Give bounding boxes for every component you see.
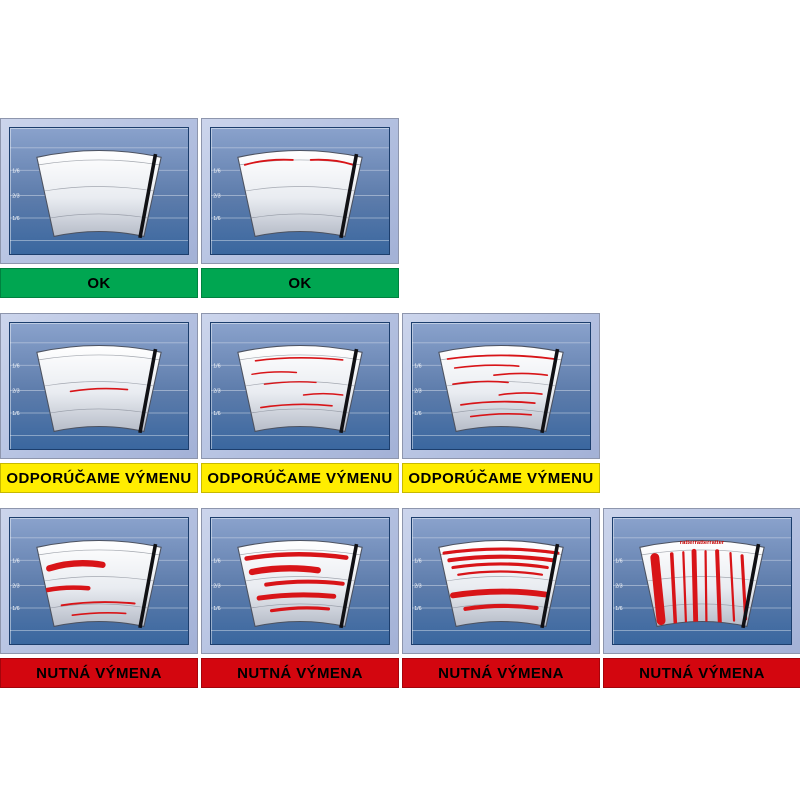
svg-text:2/3: 2/3 (414, 584, 421, 590)
status-label: OK (87, 274, 111, 292)
wiper-illustration: 1/6 2/3 1/6 (10, 518, 188, 644)
status-bar: NUTNÁ VÝMENA (0, 658, 198, 688)
wiper-panel: 1/6 2/3 1/6 (201, 313, 399, 459)
svg-text:1/6: 1/6 (12, 411, 19, 417)
wiper-cell: 1/6 2/3 1/6 ratterratterratter NUTNÁ VÝM… (603, 508, 800, 688)
wiper-panel: 1/6 2/3 1/6 (402, 508, 600, 654)
wiper-panel: 1/6 2/3 1/6 (0, 508, 198, 654)
wiper-illustration: 1/6 2/3 1/6 ratterratterratter (613, 518, 791, 644)
wiper-cell: 1/6 2/3 1/6 OK (201, 118, 399, 298)
wear-row: 1/6 2/3 1/6 NUTNÁ VÝMENA 1/6 2/3 1/6 (0, 508, 800, 688)
wear-grid: 1/6 2/3 1/6 OK 1/6 2/3 1/6 (0, 118, 800, 688)
svg-text:2/3: 2/3 (615, 584, 622, 590)
wiper-illustration: 1/6 2/3 1/6 (412, 323, 590, 449)
wiper-illustration: 1/6 2/3 1/6 (211, 323, 389, 449)
wear-row: 1/6 2/3 1/6 ODPORÚČAME VÝMENU 1/6 2/3 1/… (0, 313, 800, 493)
status-label: ODPORÚČAME VÝMENU (408, 469, 594, 487)
wiper-panel: 1/6 2/3 1/6 (0, 313, 198, 459)
status-bar: NUTNÁ VÝMENA (402, 658, 600, 688)
wiper-panel: 1/6 2/3 1/6 (0, 118, 198, 264)
wiper-screen: 1/6 2/3 1/6 (9, 127, 189, 255)
status-label: NUTNÁ VÝMENA (438, 664, 564, 682)
wiper-cell: 1/6 2/3 1/6 ODPORÚČAME VÝMENU (0, 313, 198, 493)
status-label: OK (288, 274, 312, 292)
svg-text:1/6: 1/6 (414, 364, 421, 370)
status-bar: ODPORÚČAME VÝMENU (201, 463, 399, 493)
wiper-screen: 1/6 2/3 1/6 (210, 127, 390, 255)
wiper-illustration: 1/6 2/3 1/6 (211, 518, 389, 644)
wiper-screen: 1/6 2/3 1/6 (411, 322, 591, 450)
wiper-cell: 1/6 2/3 1/6 ODPORÚČAME VÝMENU (201, 313, 399, 493)
status-label: NUTNÁ VÝMENA (639, 664, 765, 682)
wiper-panel: 1/6 2/3 1/6 (201, 118, 399, 264)
wiper-screen: 1/6 2/3 1/6 ratterratterratter (612, 517, 792, 645)
svg-text:2/3: 2/3 (213, 389, 220, 395)
wiper-cell: 1/6 2/3 1/6 NUTNÁ VÝMENA (201, 508, 399, 688)
svg-text:ratterratterratter: ratterratterratter (680, 540, 725, 546)
status-bar: OK (201, 268, 399, 298)
svg-text:2/3: 2/3 (12, 389, 19, 395)
wiper-screen: 1/6 2/3 1/6 (210, 322, 390, 450)
svg-text:1/6: 1/6 (615, 606, 622, 612)
wiper-screen: 1/6 2/3 1/6 (411, 517, 591, 645)
svg-text:1/6: 1/6 (414, 411, 421, 417)
wiper-illustration: 1/6 2/3 1/6 (211, 128, 389, 254)
status-bar: NUTNÁ VÝMENA (201, 658, 399, 688)
svg-text:1/6: 1/6 (213, 606, 220, 612)
status-label: NUTNÁ VÝMENA (237, 664, 363, 682)
wiper-cell: 1/6 2/3 1/6 ODPORÚČAME VÝMENU (402, 313, 600, 493)
svg-text:2/3: 2/3 (414, 389, 421, 395)
svg-text:1/6: 1/6 (213, 411, 220, 417)
svg-text:2/3: 2/3 (213, 584, 220, 590)
svg-text:2/3: 2/3 (213, 194, 220, 200)
wiper-panel: 1/6 2/3 1/6 (402, 313, 600, 459)
wiper-panel: 1/6 2/3 1/6 (201, 508, 399, 654)
status-bar: ODPORÚČAME VÝMENU (402, 463, 600, 493)
svg-text:1/6: 1/6 (213, 559, 220, 565)
svg-text:1/6: 1/6 (414, 606, 421, 612)
status-label: NUTNÁ VÝMENA (36, 664, 162, 682)
wiper-cell: 1/6 2/3 1/6 OK (0, 118, 198, 298)
wiper-cell: 1/6 2/3 1/6 NUTNÁ VÝMENA (0, 508, 198, 688)
svg-text:1/6: 1/6 (12, 559, 19, 565)
wiper-cell: 1/6 2/3 1/6 NUTNÁ VÝMENA (402, 508, 600, 688)
svg-text:1/6: 1/6 (213, 364, 220, 370)
status-bar: OK (0, 268, 198, 298)
status-bar: NUTNÁ VÝMENA (603, 658, 800, 688)
svg-text:1/6: 1/6 (414, 559, 421, 565)
wiper-illustration: 1/6 2/3 1/6 (10, 128, 188, 254)
svg-text:2/3: 2/3 (12, 194, 19, 200)
wiper-panel: 1/6 2/3 1/6 ratterratterratter (603, 508, 800, 654)
svg-text:1/6: 1/6 (12, 169, 19, 175)
wear-row: 1/6 2/3 1/6 OK 1/6 2/3 1/6 (0, 118, 800, 298)
status-bar: ODPORÚČAME VÝMENU (0, 463, 198, 493)
wiper-screen: 1/6 2/3 1/6 (9, 517, 189, 645)
svg-text:1/6: 1/6 (12, 606, 19, 612)
svg-text:1/6: 1/6 (12, 364, 19, 370)
svg-text:1/6: 1/6 (213, 216, 220, 222)
wiper-screen: 1/6 2/3 1/6 (210, 517, 390, 645)
svg-text:1/6: 1/6 (12, 216, 19, 222)
wiper-illustration: 1/6 2/3 1/6 (412, 518, 590, 644)
svg-text:1/6: 1/6 (213, 169, 220, 175)
wiper-illustration: 1/6 2/3 1/6 (10, 323, 188, 449)
wiper-screen: 1/6 2/3 1/6 (9, 322, 189, 450)
svg-text:1/6: 1/6 (615, 559, 622, 565)
status-label: ODPORÚČAME VÝMENU (207, 469, 393, 487)
svg-text:2/3: 2/3 (12, 584, 19, 590)
status-label: ODPORÚČAME VÝMENU (6, 469, 192, 487)
